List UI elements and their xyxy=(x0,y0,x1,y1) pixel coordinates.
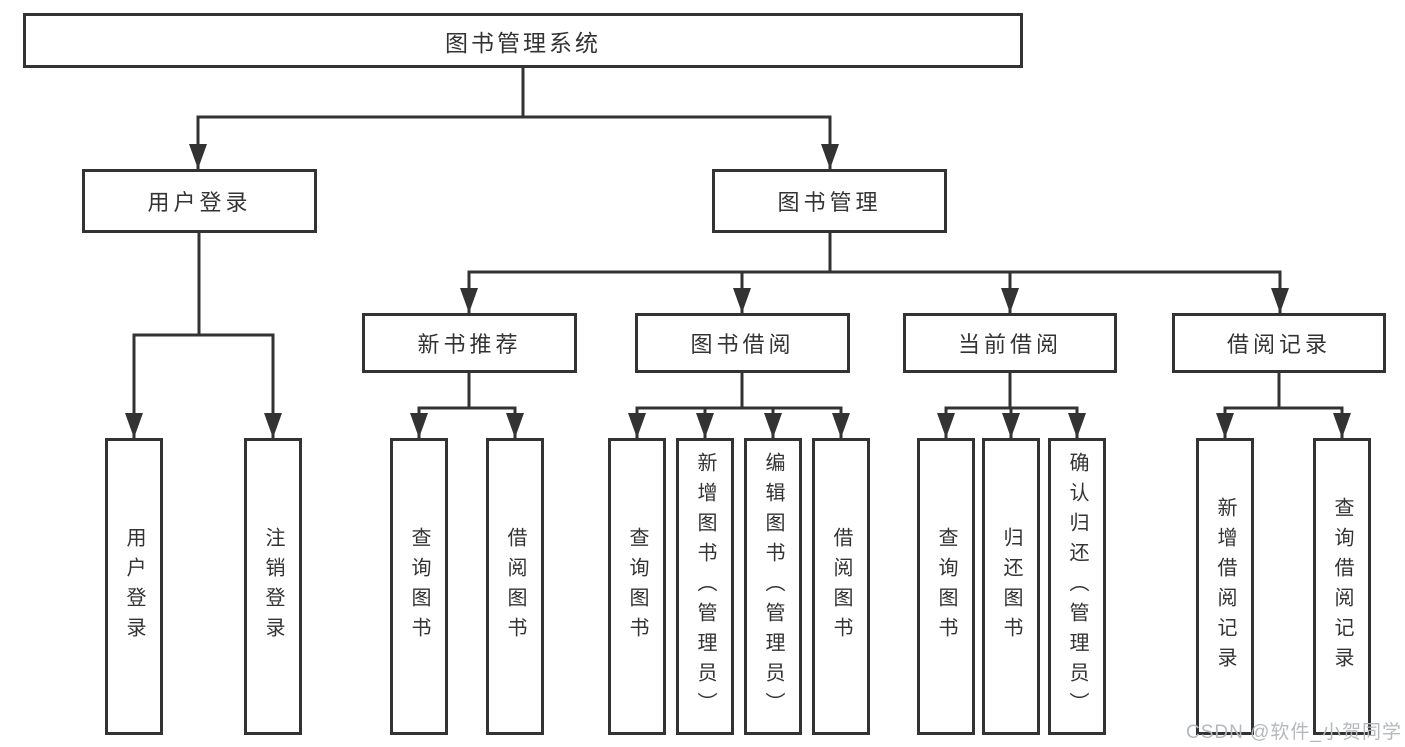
leaf-label: 编辑图书（管理员） xyxy=(762,451,784,722)
leaf-label: 查询图书 xyxy=(626,526,648,647)
leaf-label: 借阅图书 xyxy=(504,526,526,647)
node-borrowing-records: 借阅记录 xyxy=(1172,313,1386,373)
leaf-edit-books-admin: 编辑图书（管理员） xyxy=(744,438,802,735)
node-book-management: 图书管理 xyxy=(712,169,947,233)
node-current-borrowing: 当前借阅 xyxy=(903,313,1117,373)
leaf-user-login: 用户登录 xyxy=(105,438,163,735)
leaf-query-books-borrow: 查询图书 xyxy=(608,438,666,735)
leaf-borrow-books-recommend: 借阅图书 xyxy=(486,438,544,735)
leaf-query-books-current: 查询图书 xyxy=(917,438,975,735)
leaf-logout-login: 注销登录 xyxy=(244,438,302,735)
leaf-borrow-books: 借阅图书 xyxy=(812,438,870,735)
leaf-label: 注销登录 xyxy=(262,526,284,647)
leaf-return-books: 归还图书 xyxy=(982,438,1040,735)
arrowheads xyxy=(125,144,1351,438)
leaf-label: 新增图书（管理员） xyxy=(694,451,716,722)
leaf-label: 查询图书 xyxy=(935,526,957,647)
leaf-add-borrow-record: 新增借阅记录 xyxy=(1196,438,1254,735)
leaf-query-borrow-record: 查询借阅记录 xyxy=(1313,438,1371,735)
node-book-borrowing: 图书借阅 xyxy=(635,313,850,373)
leaf-query-books-recommend: 查询图书 xyxy=(390,438,448,735)
csdn-watermark: CSDN @软件_小贺同学 xyxy=(1186,722,1402,743)
node-root: 图书管理系统 xyxy=(23,13,1023,68)
leaf-label: 归还图书 xyxy=(1000,526,1022,647)
leaf-add-books-admin: 新增图书（管理员） xyxy=(676,438,734,735)
leaf-label: 新增借阅记录 xyxy=(1214,496,1236,677)
node-user-login: 用户登录 xyxy=(82,169,317,233)
node-new-book-recommendation: 新书推荐 xyxy=(362,313,577,373)
leaf-label: 借阅图书 xyxy=(830,526,852,647)
leaf-label: 查询图书 xyxy=(408,526,430,647)
leaf-confirm-return-admin: 确认归还（管理员） xyxy=(1048,438,1106,735)
leaf-label: 确认归还（管理员） xyxy=(1066,451,1088,722)
leaf-label: 查询借阅记录 xyxy=(1331,496,1353,677)
leaf-label: 用户登录 xyxy=(123,526,145,647)
